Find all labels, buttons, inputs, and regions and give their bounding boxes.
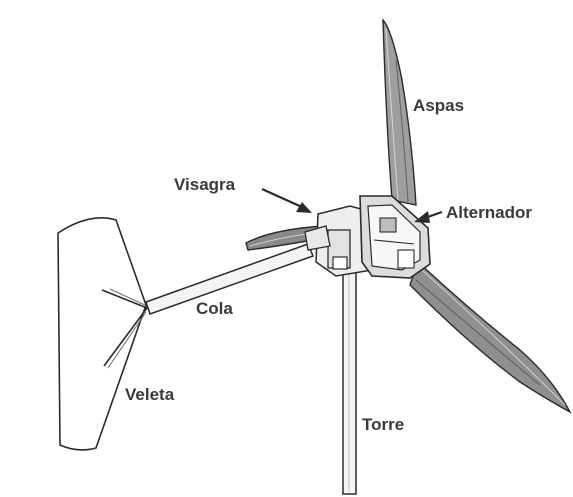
blade-upper xyxy=(383,20,416,205)
blade-lower xyxy=(410,262,570,412)
tower xyxy=(343,262,356,494)
label-veleta: Veleta xyxy=(125,385,175,404)
tail-vane xyxy=(58,218,147,450)
label-torre: Torre xyxy=(362,415,404,434)
nacelle-assembly xyxy=(305,196,430,278)
label-aspas: Aspas xyxy=(413,96,464,115)
label-cola: Cola xyxy=(196,299,233,318)
label-alternador: Alternador xyxy=(446,203,532,222)
label-visagra: Visagra xyxy=(174,175,236,194)
